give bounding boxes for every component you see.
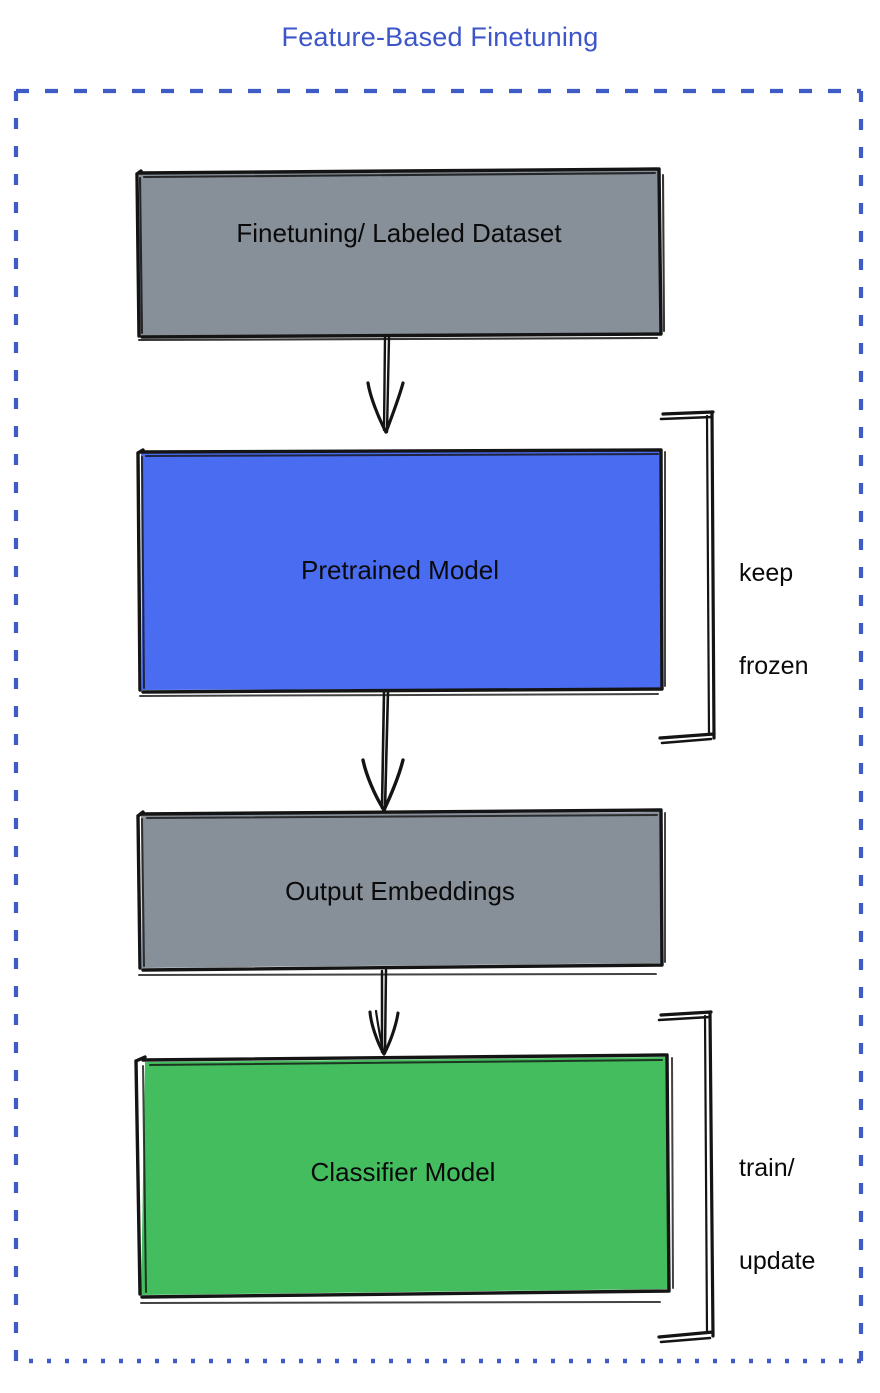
bracket-label-keep-frozen-line1: keep [739, 559, 794, 587]
bracket-train-update [657, 1010, 715, 1344]
node-pretrained-model[interactable] [136, 448, 666, 697]
bracket-label-train-update: train/ update [739, 1091, 815, 1339]
edge-pretrained-to-embeddings-arrow [361, 689, 405, 812]
bracket-keep-frozen [658, 410, 716, 745]
dashed-container [13, 88, 864, 1364]
node-finetuning-dataset[interactable] [135, 167, 666, 342]
edge-dataset-to-pretrained-arrow [366, 335, 405, 434]
page-title: Feature-Based Finetuning [281, 22, 599, 52]
bracket-label-keep-frozen: keep frozen [739, 496, 808, 744]
node-classifier-model[interactable] [134, 1053, 674, 1304]
bracket-label-keep-frozen-line2: frozen [739, 652, 809, 680]
bracket-label-train-update-line2: update [739, 1247, 816, 1275]
edge-embeddings-to-classifier-arrow [368, 968, 400, 1056]
node-output-embeddings[interactable] [136, 808, 666, 976]
bracket-label-train-update-line1: train/ [739, 1154, 795, 1182]
